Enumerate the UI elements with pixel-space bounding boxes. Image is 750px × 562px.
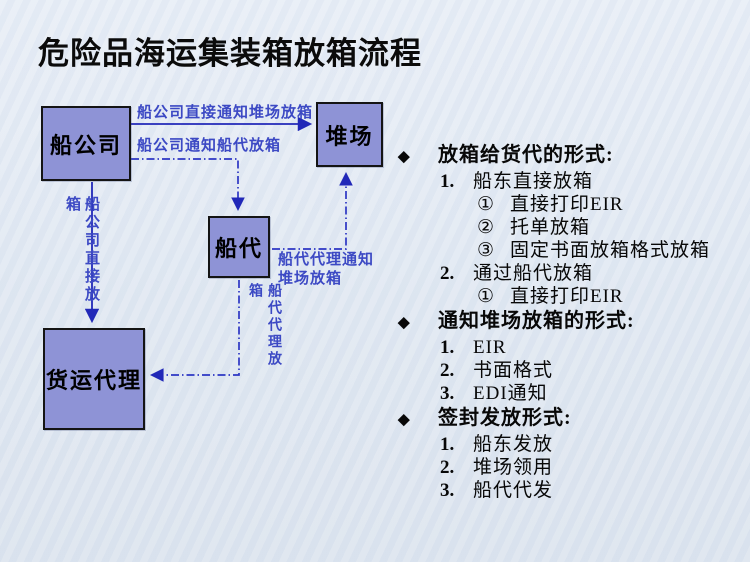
note-section-header: ◆ 签封发放形式: — [398, 407, 738, 432]
note-item-text: 船东发放 — [473, 434, 554, 455]
diamond-bullet-icon: ◆ — [398, 149, 410, 165]
note-item: 3. EDI通知 — [398, 382, 738, 405]
note-item-text: EDI通知 — [473, 383, 548, 404]
note-item-text: 托单放箱 — [510, 217, 591, 238]
note-item: 2. 通过船代放箱 — [398, 262, 738, 285]
note-item-text: 书面格式 — [473, 360, 554, 381]
note-item-text: 通过船代放箱 — [473, 263, 594, 284]
edge-label-direct-notify-yard: 船公司直接通知堆场放箱 — [137, 105, 314, 121]
edge-label-agent-notify-yard-line1: 船代代理通知 — [278, 252, 375, 268]
note-item-marker: ① — [477, 194, 495, 215]
note-item: ③ 固定书面放箱格式放箱 — [398, 239, 738, 262]
note-item: ① 直接打印EIR — [398, 193, 738, 216]
note-item: ② 托单放箱 — [398, 216, 738, 239]
note-item-marker: ① — [477, 286, 495, 307]
note-item-marker: ② — [477, 217, 495, 238]
note-item: 1. EIR — [398, 336, 738, 359]
note-item-text: EIR — [473, 337, 507, 358]
note-section-header: ◆ 通知堆场放箱的形式: — [398, 310, 738, 335]
diamond-bullet-icon: ◆ — [398, 412, 410, 428]
node-yard: 堆场 — [316, 102, 383, 167]
node-shipping-company: 船公司 — [41, 106, 131, 181]
node-ship-agent: 船代 — [208, 216, 270, 278]
note-section-title: 放箱给货代的形式: — [438, 144, 614, 166]
edge-company-to-agent — [131, 158, 245, 212]
page-title: 危险品海运集装箱放箱流程 — [38, 36, 422, 71]
note-item-text: 船东直接放箱 — [473, 171, 594, 192]
note-item-text: 船代代发 — [473, 480, 554, 501]
edge-label-agent-release: 船代代理放箱 — [247, 283, 281, 368]
edge-label-company-direct-release: 船公司直接放箱 — [64, 196, 99, 304]
note-item-marker: ③ — [477, 240, 495, 261]
edge-agent-to-freight — [149, 280, 240, 382]
edge-agent-to-yard — [272, 171, 353, 250]
note-item-marker: 1. — [440, 171, 455, 192]
note-item-marker: 2. — [440, 457, 455, 478]
note-item-marker: 1. — [440, 434, 455, 455]
note-item-marker: 1. — [440, 337, 455, 358]
diamond-bullet-icon: ◆ — [398, 315, 410, 331]
note-item-text: 堆场领用 — [473, 457, 554, 478]
note-section-title: 通知堆场放箱的形式: — [438, 310, 635, 332]
note-item: 2. 堆场领用 — [398, 456, 738, 479]
note-item: 2. 书面格式 — [398, 359, 738, 382]
note-item-marker: 3. — [440, 480, 455, 501]
note-item: 1. 船东发放 — [398, 433, 738, 456]
note-item-text: 直接打印EIR — [510, 194, 624, 215]
edge-label-agent-notify-yard-line2: 堆场放箱 — [278, 271, 343, 287]
note-item-text: 直接打印EIR — [510, 286, 624, 307]
note-item: 1. 船东直接放箱 — [398, 170, 738, 193]
note-section-header: ◆ 放箱给货代的形式: — [398, 144, 738, 169]
note-item-marker: 2. — [440, 263, 455, 284]
note-item: 3. 船代代发 — [398, 479, 738, 502]
note-item-marker: 3. — [440, 383, 455, 404]
note-section-title: 签封发放形式: — [438, 407, 572, 429]
note-item-text: 固定书面放箱格式放箱 — [510, 240, 711, 261]
edge-label-notify-agent: 船公司通知船代放箱 — [137, 138, 282, 154]
note-item-marker: 2. — [440, 360, 455, 381]
node-freight-forwarder: 货运代理 — [43, 328, 145, 430]
note-item: ① 直接打印EIR — [398, 285, 738, 308]
edge-label-agent-notify-yard: 船代代理通知 堆场放箱 — [278, 251, 374, 289]
